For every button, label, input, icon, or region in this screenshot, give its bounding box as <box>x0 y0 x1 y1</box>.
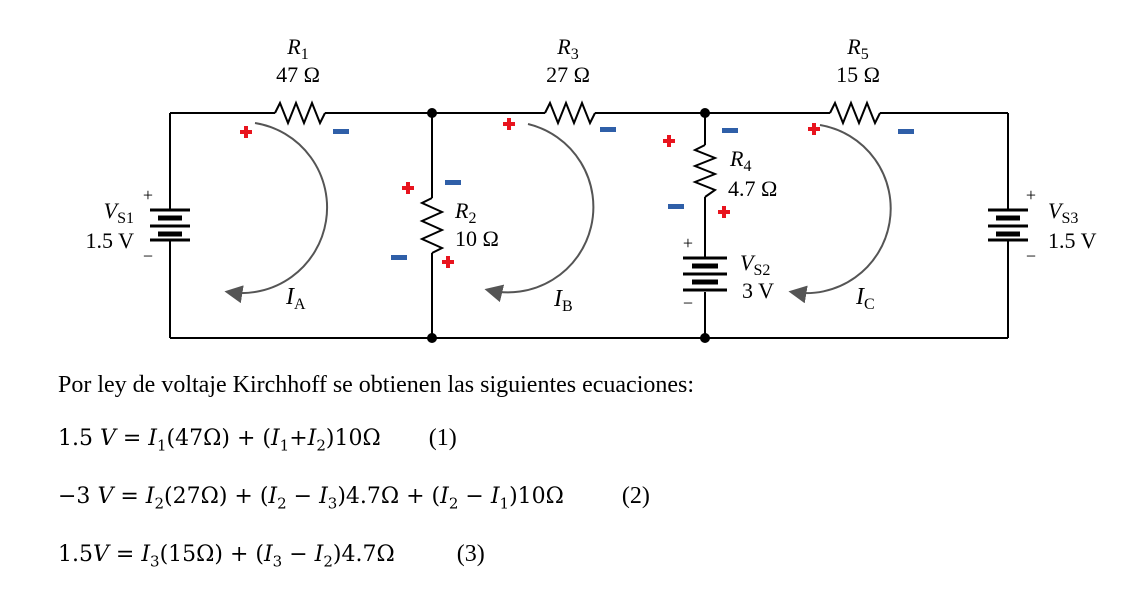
minus-marker-icon <box>668 204 684 209</box>
minus-marker-icon <box>898 129 914 134</box>
vs1-label: VS1 <box>104 198 134 227</box>
plus-marker-icon <box>663 135 675 147</box>
loop-arrow-b <box>484 123 595 303</box>
vs3-minus-sign: − <box>1026 246 1036 266</box>
minus-marker-icon <box>600 127 616 132</box>
loop-label-b: IB <box>553 286 573 315</box>
vs3-value: 1.5 V <box>1048 228 1097 253</box>
loop-label-a: IA <box>285 284 306 313</box>
r5-value: 15 Ω <box>836 62 880 87</box>
equation-2: −3 V = I2(27Ω) + (I2 − I3)4.7Ω + (I2 − I… <box>58 483 650 513</box>
vs1-plus-sign: + <box>143 185 153 205</box>
r1-value: 47 Ω <box>276 62 320 87</box>
equation-1-tag: (1) <box>428 425 457 451</box>
resistor-r3 <box>544 100 596 126</box>
r2-value: 10 Ω <box>455 226 499 251</box>
resistor-r2 <box>419 197 445 254</box>
vs2-minus-sign: − <box>683 293 693 313</box>
circuit-diagram: R1 47 Ω R3 27 Ω R5 15 Ω R2 10 Ω R4 4.7 Ω… <box>86 34 1097 343</box>
r3-value: 27 Ω <box>546 62 590 87</box>
plus-marker-icon <box>808 123 820 135</box>
plus-marker-icon <box>503 118 515 130</box>
junction-dot <box>427 333 437 343</box>
battery-vs1 <box>150 208 190 242</box>
plus-marker-icon <box>402 182 414 194</box>
r4-value: 4.7 Ω <box>728 176 777 201</box>
resistor-r1 <box>274 100 326 126</box>
equations-section: Por ley de voltaje Kirchhoff se obtienen… <box>58 372 1118 599</box>
r3-label: R3 <box>556 34 578 63</box>
plus-marker-icon <box>240 126 252 138</box>
equation-3: 1.5V = I3(15Ω) + (I3 − I2)4.7Ω (3) <box>58 541 485 571</box>
r4-label: R4 <box>729 146 751 175</box>
vs3-label: VS3 <box>1048 198 1078 227</box>
minus-marker-icon <box>333 129 349 134</box>
loop-arrow-a <box>224 122 329 304</box>
junction-dot <box>427 108 437 118</box>
minus-marker-icon <box>445 180 461 185</box>
battery-vs3 <box>988 208 1028 242</box>
junction-dot <box>700 333 710 343</box>
vs2-value: 3 V <box>742 278 774 303</box>
vs2-plus-sign: + <box>683 233 693 253</box>
resistor-r4 <box>692 144 718 198</box>
vs1-minus-sign: − <box>143 246 153 266</box>
resistor-r5 <box>829 100 881 126</box>
r1-label: R1 <box>286 34 308 63</box>
junction-dot <box>700 108 710 118</box>
minus-marker-icon <box>391 255 407 260</box>
vs2-label: VS2 <box>740 250 770 279</box>
plus-marker-icon <box>442 256 454 268</box>
red-plus-markers <box>240 118 820 268</box>
plus-marker-icon <box>718 206 730 218</box>
equation-2-tag: (2) <box>621 483 650 509</box>
vs3-plus-sign: + <box>1026 185 1036 205</box>
vs1-value: 1.5 V <box>86 228 135 253</box>
wires <box>169 112 1009 339</box>
r5-label: R5 <box>846 34 868 63</box>
loop-label-c: IC <box>855 284 875 313</box>
equation-1: 1.5 V = I1(47Ω) + (I1+I2)10Ω (1) <box>58 425 457 455</box>
r2-label: R2 <box>454 198 476 227</box>
intro-text: Por ley de voltaje Kirchhoff se obtienen… <box>58 372 695 398</box>
blue-minus-markers <box>333 127 914 260</box>
equation-3-tag: (3) <box>456 541 485 567</box>
minus-marker-icon <box>722 128 738 133</box>
loop-arrow-c <box>788 124 892 304</box>
battery-vs2 <box>683 256 727 292</box>
